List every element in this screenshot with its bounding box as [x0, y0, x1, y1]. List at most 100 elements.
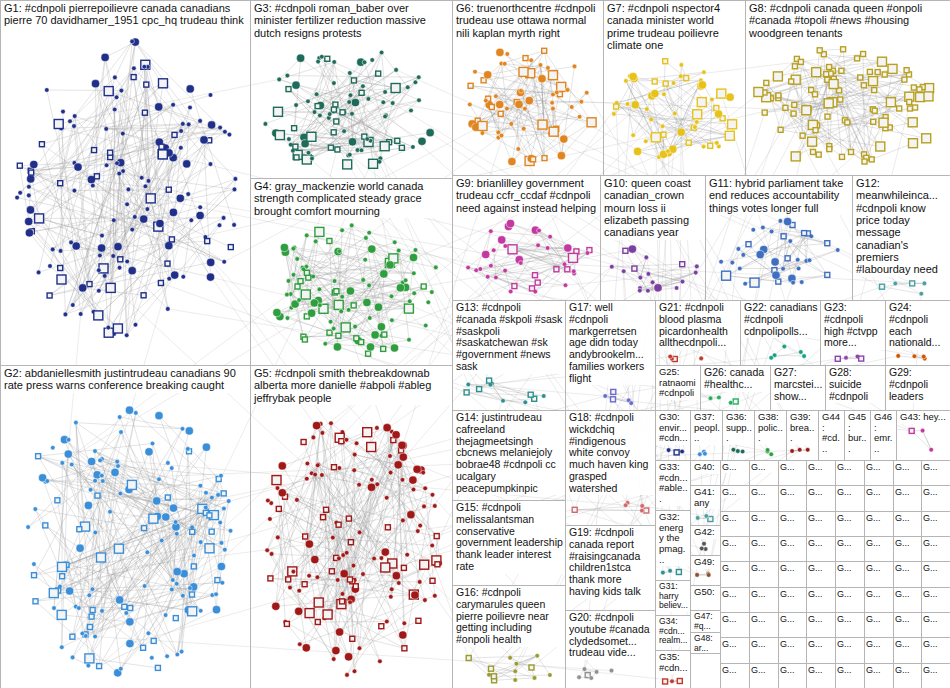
vertex-dot [111, 254, 116, 259]
vertex-dot [221, 216, 226, 221]
edge-line [305, 144, 337, 150]
edge-line [781, 90, 840, 129]
edge-line [824, 54, 891, 102]
vertex-image [58, 181, 63, 186]
vertex-dot [32, 562, 37, 567]
edge-line [110, 153, 148, 181]
vertex-dot [169, 208, 177, 216]
vertex-dot [208, 93, 213, 98]
edge-line [472, 72, 523, 124]
vertex-dot [48, 264, 53, 269]
vertex-dot [150, 656, 155, 661]
vertex-dot [97, 268, 102, 273]
edge-line [278, 475, 315, 538]
edge-line [117, 462, 177, 534]
vertex-dot [114, 95, 119, 100]
vertex-dot [146, 179, 151, 184]
edge-line [43, 478, 166, 517]
edge-line [303, 268, 376, 335]
vertex-dot [222, 260, 227, 265]
edge-line [305, 440, 393, 536]
edge-line [82, 501, 156, 634]
edge-line [293, 249, 297, 287]
edge-line [118, 466, 221, 476]
edge-line [647, 109, 669, 153]
vertex-dot [139, 176, 144, 181]
edge-line [99, 534, 177, 666]
edge-line [316, 241, 382, 326]
edge-line [827, 80, 864, 162]
vertex-dot [145, 550, 150, 555]
vertex-image [94, 311, 103, 320]
edge-line [350, 291, 375, 335]
edge-line [102, 125, 212, 248]
vertex-dot [93, 449, 98, 454]
edge-line [535, 248, 568, 292]
edge-line [501, 64, 553, 109]
edge-line [317, 446, 403, 578]
vertex-dot [186, 122, 191, 127]
vertex-image [108, 150, 113, 155]
edge-line [664, 94, 697, 122]
edge-line [62, 250, 415, 463]
vertex-image [191, 564, 196, 569]
vertex-dot [165, 242, 173, 250]
edge-line [635, 72, 704, 105]
edge-line [60, 183, 89, 284]
vertex-dot [181, 275, 186, 280]
edge-line [491, 669, 515, 672]
edge-line [35, 509, 99, 666]
edge-line [342, 432, 359, 648]
edge-line [58, 462, 117, 591]
edge-line [311, 60, 372, 137]
edge-line [95, 481, 221, 543]
edge-line [313, 277, 391, 297]
edge-line [121, 163, 597, 672]
edge-line [93, 509, 203, 589]
edge-line [320, 112, 343, 115]
vertex-image [172, 132, 177, 137]
edge-line [267, 479, 307, 551]
edge-line [489, 656, 537, 675]
vertex-dot [98, 253, 103, 258]
vertex-dot [86, 663, 91, 668]
edge-line [146, 85, 148, 181]
vertex-dot [50, 247, 55, 252]
edge-line [285, 622, 336, 651]
edge-line [296, 85, 511, 124]
edge-line [541, 65, 582, 102]
edge-line [31, 41, 132, 172]
edge-line [305, 144, 350, 155]
vertex-dot [45, 88, 50, 93]
edge-line [501, 75, 553, 114]
edge-line [806, 233, 808, 261]
edge-web [17, 41, 931, 681]
edge-line [781, 69, 893, 130]
vertex-image [215, 578, 220, 583]
vertex-image [165, 261, 170, 266]
vertex-image [32, 573, 37, 578]
vertex-dot [216, 493, 221, 498]
vertex-image [158, 150, 167, 159]
vertex-dot [185, 427, 193, 435]
vertex-dot [100, 233, 105, 238]
edge-line [54, 314, 81, 608]
vertex-dot [198, 483, 203, 488]
edge-line [318, 465, 332, 571]
edge-line [494, 656, 537, 681]
edge-line [358, 251, 399, 341]
vertex-dot [176, 194, 184, 202]
vertex-dot [196, 211, 204, 219]
vertex-dot [130, 227, 135, 232]
vertex-dot [121, 131, 126, 136]
vertex-dot [166, 461, 171, 466]
vertex-image [58, 266, 63, 271]
vertex-dot [78, 312, 83, 317]
edge-line [884, 80, 905, 123]
edge-line [297, 500, 414, 595]
vertex-dot [159, 538, 164, 543]
vertex-dot [18, 191, 23, 196]
vertex-dot [130, 39, 135, 44]
edge-line [664, 76, 681, 94]
vertex-dot [101, 479, 106, 484]
